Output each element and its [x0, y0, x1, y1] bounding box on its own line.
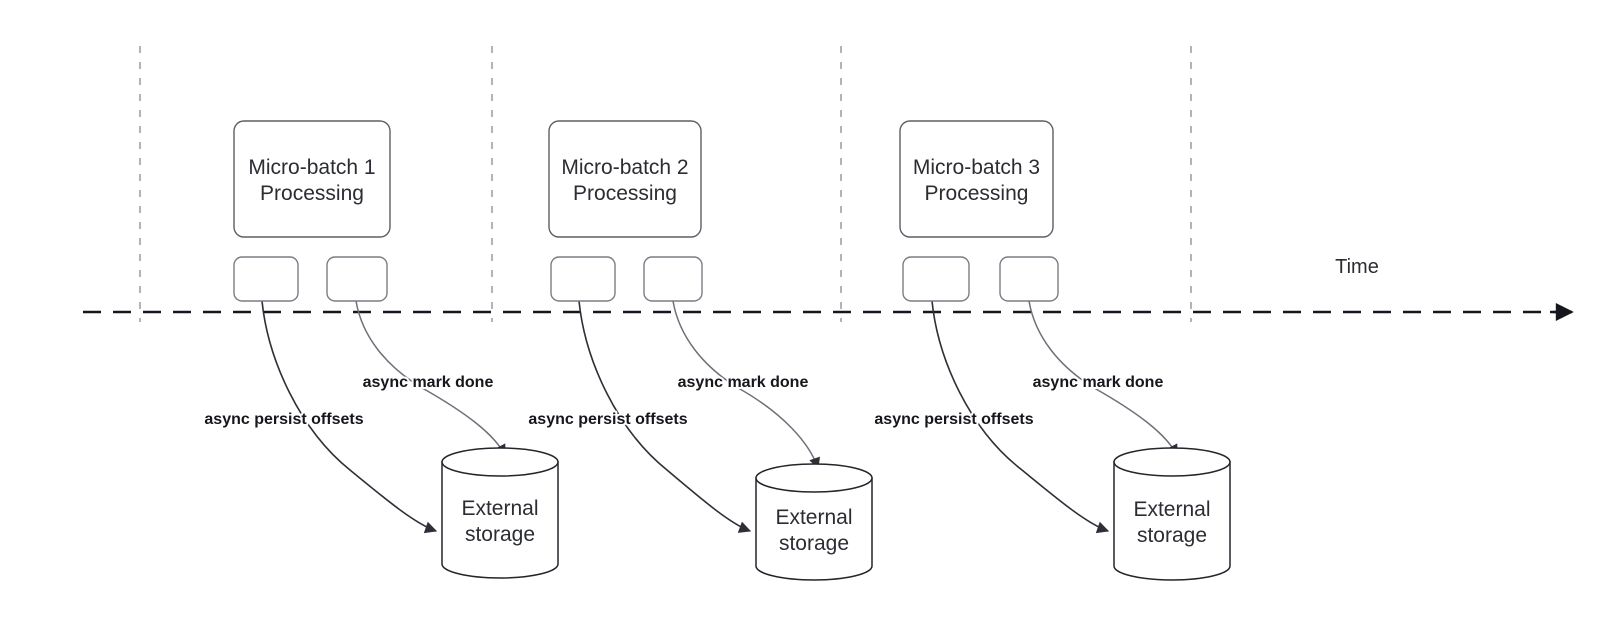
storage-cylinder-body-2	[755, 477, 873, 581]
storage-cylinder-top-2	[755, 463, 873, 493]
micro-batch-box-1[interactable]	[233, 120, 391, 238]
storage-label-line1-3: External	[1133, 498, 1210, 521]
edge-label-markdone-2: async mark done	[678, 374, 809, 391]
task-box-task-3a[interactable]	[902, 256, 970, 302]
flow-edge-persist-1	[261, 300, 438, 534]
external-storage-node-3[interactable]: External storage	[1113, 447, 1231, 581]
micro-batch-node-1[interactable]: Micro-batch 1 Processing	[233, 120, 391, 238]
task-box-task-2b[interactable]	[643, 256, 703, 302]
edge-label-markdone-3: async mark done	[1033, 374, 1164, 391]
flow-edge-markdone-2	[672, 300, 820, 470]
storage-cylinder-body-1	[441, 461, 559, 579]
flow-edge-persist-3	[931, 300, 1110, 534]
async-flow-edges	[261, 300, 1178, 534]
storage-label-line2-1: storage	[465, 523, 535, 546]
micro-batch-subtitle-3: Processing	[925, 182, 1029, 205]
edge-labels: async persist offsets async mark done asyn…	[202, 372, 1165, 430]
task-box-task-3b[interactable]	[999, 256, 1059, 302]
storage-cylinder-body-3	[1113, 461, 1231, 581]
edge-label-persist-1: async persist offsets	[204, 411, 363, 428]
storage-cylinder-top-3	[1113, 447, 1231, 477]
micro-batch-title-2: Micro-batch 2	[561, 156, 688, 179]
storage-label-line2-2: storage	[779, 532, 849, 555]
storage-label-line2-3: storage	[1137, 524, 1207, 547]
edge-label-persist-3: async persist offsets	[874, 411, 1033, 428]
time-axis: Time	[83, 256, 1574, 321]
micro-batch-subtitle-2: Processing	[573, 182, 677, 205]
time-axis-label: Time	[1335, 256, 1379, 278]
storage-label-line1-1: External	[461, 497, 538, 520]
micro-batch-node-3[interactable]: Micro-batch 3 Processing	[899, 120, 1054, 238]
flow-edge-markdone-1	[355, 300, 506, 456]
micro-batch-title-3: Micro-batch 3	[913, 156, 1040, 179]
task-box-task-1a[interactable]	[233, 256, 299, 302]
micro-batch-title-1: Micro-batch 1	[248, 156, 375, 179]
phase-divider-lines	[139, 46, 1192, 322]
task-box-task-1b[interactable]	[326, 256, 388, 302]
edge-label-markdone-1: async mark done	[363, 374, 494, 391]
edge-label-persist-2: async persist offsets	[528, 411, 687, 428]
external-storage-node-1[interactable]: External storage	[441, 447, 559, 579]
task-box-task-2a[interactable]	[550, 256, 616, 302]
micro-batch-box-2[interactable]	[548, 120, 702, 238]
storage-label-line1-2: External	[775, 506, 852, 529]
micro-batch-box-3[interactable]	[899, 120, 1054, 238]
flow-edge-persist-2	[578, 300, 752, 533]
micro-batch-subtitle-1: Processing	[260, 182, 364, 205]
micro-batch-node-2[interactable]: Micro-batch 2 Processing	[548, 120, 702, 238]
storage-cylinder-top-1	[441, 447, 559, 477]
flow-edge-markdone-3	[1028, 300, 1178, 456]
external-storage-node-2[interactable]: External storage	[755, 463, 873, 581]
